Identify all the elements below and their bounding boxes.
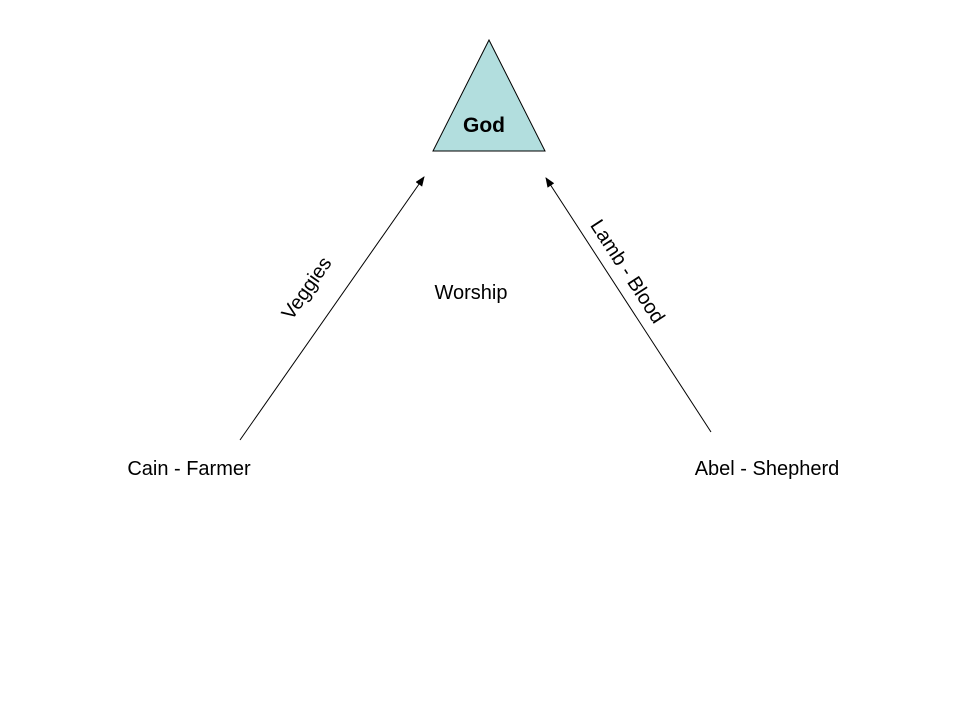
god-node: God (432, 38, 546, 152)
worship-label: Worship (435, 282, 508, 304)
cain-farmer-label: Cain - Farmer (127, 458, 251, 480)
arrow-cain-to-god (239, 176, 425, 441)
edge-abel-to-god: Lamb - Blood (545, 177, 712, 433)
veggies-label: Veggies (278, 253, 337, 324)
lamb-blood-label: Lamb - Blood (585, 216, 668, 328)
god-triangle (432, 38, 546, 152)
edge-cain-to-god: Veggies (239, 176, 425, 441)
abel-shepherd-label: Abel - Shepherd (695, 458, 840, 480)
god-label: God (463, 114, 505, 137)
arrow-abel-to-god (545, 177, 712, 433)
